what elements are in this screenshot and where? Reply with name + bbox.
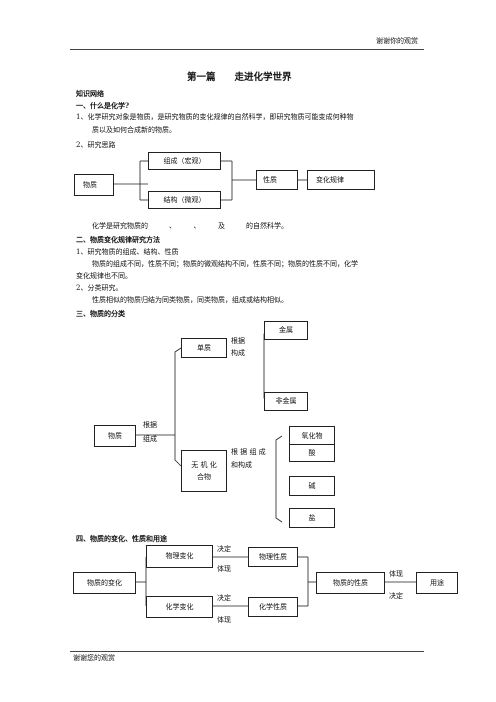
page-footer: 谢谢您的观赏 xyxy=(73,654,115,662)
chemical-change-box: 化学变化 xyxy=(146,596,213,618)
physical-property-box: 物理性质 xyxy=(248,547,298,567)
by-comp-struct-label-2: 和构成 xyxy=(231,461,252,469)
composition-box: 组成（宏观） xyxy=(148,152,221,170)
chemistry-definition: 化学是研究物质的 、 、 及 的自然科学。 xyxy=(92,222,288,230)
law-box: 变化规律 xyxy=(307,170,375,190)
chemical-property-box: 化学性质 xyxy=(248,597,298,617)
determine-label-3: 决定 xyxy=(389,592,403,600)
reflect-label-3: 体现 xyxy=(389,570,403,578)
base-box: 碱 xyxy=(289,476,335,496)
page-header: 谢谢你的观赏 xyxy=(376,37,418,45)
property-box: 性质 xyxy=(256,170,298,190)
nonmetal-box: 非金属 xyxy=(264,392,308,411)
by-structure-label-1: 根据 xyxy=(231,337,245,345)
by-comp-struct-label-1: 根 据 组 成 xyxy=(231,448,266,456)
section2-item2-detail: 性质相似的物质归结为同类物质，同类物质，组成或结构相似。 xyxy=(92,296,288,304)
structure-box: 结构（微观） xyxy=(148,191,221,209)
by-composition-label-2: 组成 xyxy=(143,435,157,443)
by-structure-label-2: 构成 xyxy=(231,349,245,357)
reflect-label-1: 体现 xyxy=(217,565,231,573)
section4-heading: 四、物质的变化、性质和用途 xyxy=(76,534,167,543)
reflect-label-2: 体现 xyxy=(217,616,231,624)
section2-item1-detail-line1: 物质的组成不同，性质不同；物质的微观结构不同，性质不同；物质的性质不同，化学 xyxy=(92,260,358,268)
physical-change-box: 物理变化 xyxy=(146,545,213,568)
use-box: 用途 xyxy=(416,572,458,594)
knowledge-network-heading: 知识网络 xyxy=(76,89,104,98)
determine-label-2: 决定 xyxy=(217,594,231,602)
by-composition-label-1: 根据 xyxy=(143,421,157,429)
acid-box: 酸 xyxy=(289,444,335,462)
header-rule xyxy=(70,49,424,50)
section1-item2: 2、研究思路 xyxy=(76,141,116,149)
page-title: 第一篇 走进化学世界 xyxy=(187,72,292,83)
tree-matter-box: 物质 xyxy=(94,425,136,447)
section2-heading: 二、物质变化规律研究方法 xyxy=(76,235,160,244)
inorganic-compound-box: 无 机 化 合物 xyxy=(181,450,227,492)
determine-label-1: 决定 xyxy=(217,545,231,553)
matter-change-box: 物质的变化 xyxy=(73,572,136,594)
section2-item2: 2、分类研究。 xyxy=(76,284,123,292)
salt-box: 盐 xyxy=(289,508,335,528)
section1-heading: 一、什么是化学? xyxy=(76,101,130,110)
element-box: 单质 xyxy=(181,338,227,358)
metal-box: 金属 xyxy=(264,321,308,340)
section3-heading: 三、物质的分类 xyxy=(76,309,125,318)
section1-item1-line1: 1、化学研究对象是物质，是研究物质的变化规律的自然科学，即研究物质可能变成何种物 xyxy=(76,113,354,121)
section1-item1-line2: 质以及如何合成新的物质。 xyxy=(92,126,176,134)
section2-item1: 1、研究物质的组成、结构、性质 xyxy=(76,248,179,256)
section2-item1-detail-line2: 变化规律也不同。 xyxy=(76,272,132,280)
footer-rule xyxy=(70,651,424,652)
matter-property-box: 物质的性质 xyxy=(316,572,385,594)
matter-box: 物质 xyxy=(74,174,114,196)
